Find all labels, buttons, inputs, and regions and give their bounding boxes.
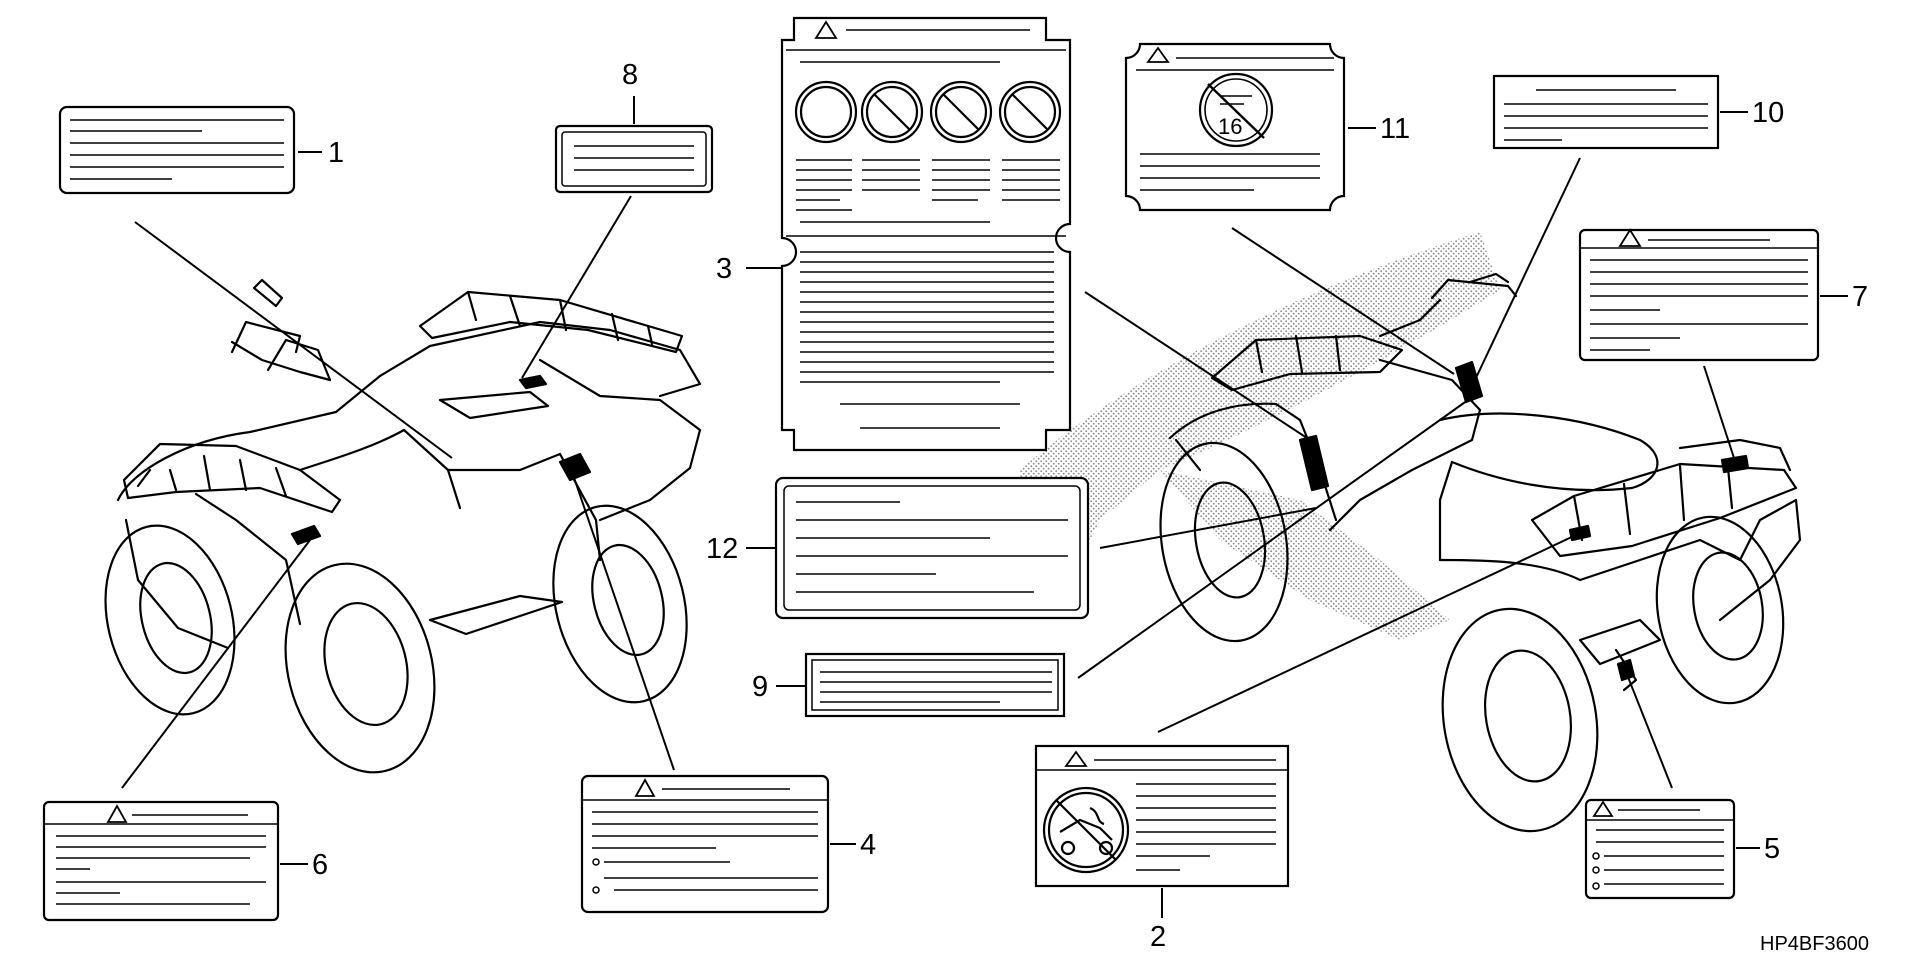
warning-triangle-icon bbox=[1618, 228, 1642, 247]
callout-7: 7 bbox=[1852, 281, 1868, 313]
label-2: 2 bbox=[1034, 744, 1290, 953]
label-5: 5 bbox=[1584, 798, 1780, 900]
warning-triangle-icon bbox=[634, 778, 656, 797]
label-3: 3 bbox=[716, 16, 1072, 452]
diagram-reference-code: HP4BF3600 bbox=[1760, 933, 1869, 955]
warning-triangle-icon bbox=[106, 804, 128, 823]
label-4: 4 bbox=[580, 774, 876, 914]
age-restriction-icon: 16 bbox=[1198, 72, 1274, 148]
warning-triangle-icon bbox=[1064, 750, 1088, 767]
callout-5: 5 bbox=[1764, 833, 1780, 865]
warning-triangle-icon bbox=[814, 20, 838, 39]
label-6: 6 bbox=[42, 800, 328, 922]
callout-4: 4 bbox=[860, 829, 876, 861]
callout-3: 3 bbox=[716, 253, 732, 285]
callout-9: 9 bbox=[752, 671, 768, 703]
label-7: 7 bbox=[1578, 228, 1868, 362]
label-9: 9 bbox=[752, 652, 1066, 718]
callout-8: 8 bbox=[622, 59, 638, 91]
callout-1: 1 bbox=[328, 137, 344, 169]
age-icon-text: 16 bbox=[1218, 114, 1242, 139]
warning-triangle-icon bbox=[1592, 800, 1614, 817]
no-passenger-icon bbox=[1042, 786, 1130, 874]
prohibition-icon-row bbox=[794, 80, 1062, 144]
callout-10: 10 bbox=[1752, 97, 1784, 129]
label-11: 16 11 bbox=[1124, 42, 1410, 212]
label-8: 8 bbox=[554, 59, 714, 194]
callout-2: 2 bbox=[1150, 921, 1166, 953]
label-10: 10 bbox=[1492, 74, 1784, 150]
leader-lines bbox=[121, 157, 1735, 789]
callout-11: 11 bbox=[1380, 113, 1410, 145]
warning-triangle-icon bbox=[1146, 46, 1170, 63]
label-1: 1 bbox=[58, 105, 344, 195]
atv-rear-view bbox=[1020, 232, 1802, 833]
label-12: 12 bbox=[706, 476, 1090, 620]
callout-6: 6 bbox=[312, 849, 328, 881]
stipple-shading bbox=[1020, 232, 1500, 620]
callout-12: 12 bbox=[706, 533, 738, 565]
